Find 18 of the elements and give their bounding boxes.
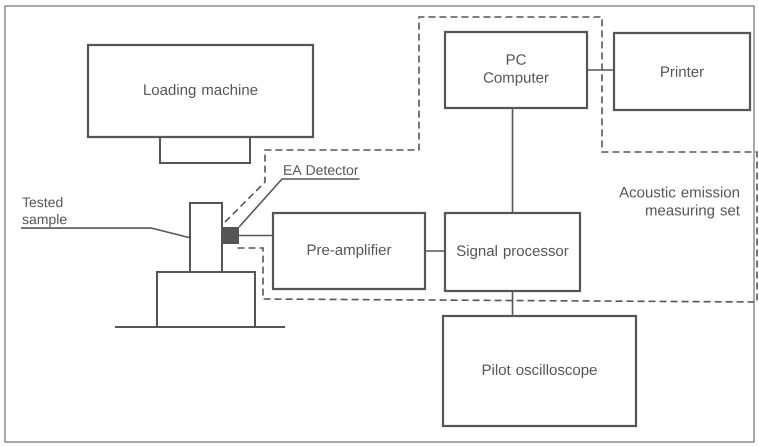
connector-line	[512, 292, 514, 315]
printer-box: Printer	[612, 32, 752, 112]
connector-line	[588, 69, 613, 71]
connector-line	[512, 109, 514, 212]
detector-square	[223, 227, 239, 244]
leader-line	[21, 227, 190, 238]
connector-line	[426, 250, 444, 252]
detector-label: EA Detector	[284, 165, 358, 175]
computer-box: PC Computer	[444, 30, 588, 110]
sample-label: Tested sample	[22, 196, 66, 228]
connector-line	[239, 234, 272, 236]
sample-block	[189, 202, 223, 273]
amplifier-box: Pre-amplifier	[272, 212, 426, 290]
group-label: Acoustic emission measuring set	[619, 186, 740, 218]
oscilloscope-box: Pilot oscilloscope	[442, 314, 638, 428]
machine-box: Loading machine	[86, 44, 314, 138]
leader-line	[238, 178, 360, 228]
processor-box: Signal processor	[444, 212, 582, 292]
